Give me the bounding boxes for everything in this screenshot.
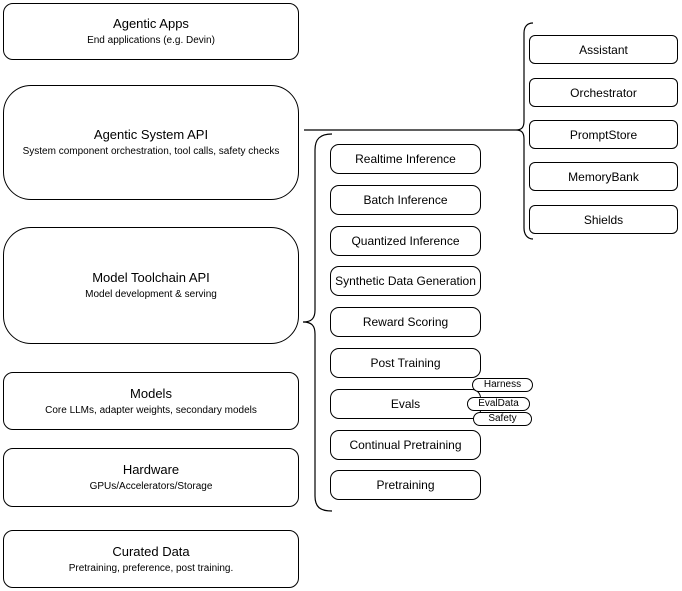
box-subtitle: Pretraining, preference, post training. — [68, 562, 234, 574]
box-subtitle: GPUs/Accelerators/Storage — [89, 481, 213, 492]
box-subtitle: System component orchestration, tool cal… — [22, 146, 280, 157]
component-promptstore: PromptStore — [529, 120, 678, 149]
component-label: Shields — [583, 212, 624, 227]
box-title: Hardware — [122, 462, 180, 477]
box-title: Model Toolchain API — [92, 270, 210, 285]
box-hardware: Hardware GPUs/Accelerators/Storage — [3, 448, 299, 507]
toolchain-item-label: Quantized Inference — [351, 234, 460, 248]
eval-tag-safety: Safety — [473, 412, 532, 426]
box-agentic-apps: Agentic Apps End applications (e.g. Devi… — [3, 3, 299, 60]
toolchain-item-label: Batch Inference — [363, 193, 448, 207]
toolchain-item-batch-inference: Batch Inference — [330, 185, 481, 215]
toolchain-item-pretraining: Pretraining — [330, 470, 481, 500]
component-label: PromptStore — [569, 127, 638, 142]
toolchain-item-label: Continual Pretraining — [349, 438, 462, 452]
box-models: Models Core LLMs, adapter weights, secon… — [3, 372, 299, 430]
toolchain-item-label: Reward Scoring — [362, 315, 449, 329]
component-label: Orchestrator — [570, 85, 637, 100]
box-curated-data: Curated Data Pretraining, preference, po… — [3, 530, 299, 588]
component-shields: Shields — [529, 205, 678, 234]
toolchain-item-reward-scoring: Reward Scoring — [330, 307, 481, 337]
box-model-toolchain-api: Model Toolchain API Model development & … — [3, 227, 299, 344]
component-assistant: Assistant — [529, 35, 678, 64]
toolchain-item-label: Evals — [390, 397, 421, 411]
box-title: Models — [130, 385, 172, 401]
toolchain-item-label: Realtime Inference — [355, 152, 456, 166]
box-agentic-system-api: Agentic System API System component orch… — [3, 85, 299, 200]
toolchain-item-label: Pretraining — [376, 478, 435, 492]
toolchain-item-post-training: Post Training — [330, 348, 481, 378]
toolchain-item-label: Post Training — [370, 356, 441, 370]
toolchain-item-quantized-inference: Quantized Inference — [330, 226, 481, 256]
toolchain-item-label: Synthetic Data Generation — [335, 274, 476, 288]
box-subtitle: Model development & serving — [85, 289, 217, 300]
box-subtitle: End applications (e.g. Devin) — [87, 35, 215, 46]
box-title: Curated Data — [112, 543, 190, 559]
toolchain-brace — [302, 133, 333, 512]
box-title: Agentic Apps — [113, 16, 189, 31]
toolchain-item-synthetic-data-generation: Synthetic Data Generation — [330, 266, 481, 296]
toolchain-item-continual-pretraining: Continual Pretraining — [330, 430, 481, 460]
toolchain-item-realtime-inference: Realtime Inference — [330, 144, 481, 174]
box-subtitle: Core LLMs, adapter weights, secondary mo… — [45, 404, 257, 416]
toolchain-item-evals: Evals — [330, 389, 481, 419]
component-label: Assistant — [579, 42, 628, 57]
component-label: MemoryBank — [568, 169, 639, 184]
box-title: Agentic System API — [93, 127, 209, 142]
eval-tag-evaldata: EvalData — [467, 397, 530, 411]
component-orchestrator: Orchestrator — [529, 78, 678, 107]
component-memorybank: MemoryBank — [529, 162, 678, 191]
eval-tag-harness: Harness — [472, 378, 533, 392]
